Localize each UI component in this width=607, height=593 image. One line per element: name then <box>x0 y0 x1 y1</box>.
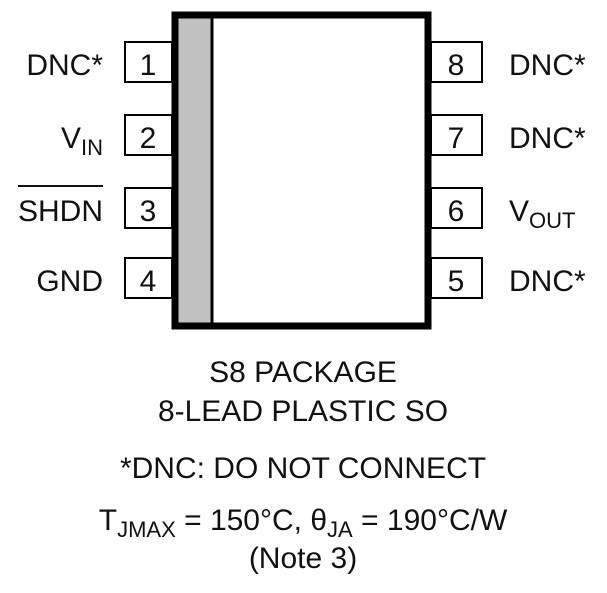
pin-label: VIN <box>61 122 103 160</box>
pin-1: 1 DNC* <box>26 41 173 83</box>
pin-number: 7 <box>448 122 465 155</box>
pin-8: 8 DNC* <box>430 41 586 83</box>
pin-box <box>430 187 483 229</box>
pin-number: 2 <box>140 122 157 155</box>
pin-number: 4 <box>140 265 157 298</box>
pin-2: 2 VIN <box>61 114 173 160</box>
pin-label: VOUT <box>509 195 575 233</box>
package-subtitle: 8-LEAD PLASTIC SO <box>158 395 448 428</box>
pin-label: DNC* <box>509 122 586 155</box>
pin-number: 3 <box>140 195 157 228</box>
pin-label: DNC* <box>509 49 586 82</box>
pin-label: DNC* <box>26 49 103 82</box>
pin1-indicator-stripe <box>178 18 212 323</box>
pin-box <box>124 114 173 156</box>
note-reference: (Note 3) <box>249 542 357 575</box>
pin-7: 7 DNC* <box>430 114 586 156</box>
ic-package <box>171 11 432 330</box>
package-outline <box>171 11 432 330</box>
pin-box <box>124 187 173 229</box>
pin-4: 4 GND <box>36 257 173 299</box>
pin-box <box>430 114 483 156</box>
pin-6: 6 VOUT <box>430 187 575 233</box>
pin-label: GND <box>36 265 103 298</box>
left-pins: 1 DNC* 2 VIN 3 SHDN 4 GND <box>18 41 173 299</box>
right-pins: 8 DNC* 7 DNC* 6 VOUT 5 DNC* <box>430 41 586 299</box>
thermal-note: TJMAX = 150°C, θJA = 190°C/W <box>99 504 508 542</box>
pin-box <box>124 41 173 83</box>
pin-label: SHDN <box>18 195 103 228</box>
pin-number: 8 <box>448 49 465 82</box>
pin-box <box>124 257 173 299</box>
pin-number: 5 <box>448 265 465 298</box>
pin-number: 6 <box>448 195 465 228</box>
notes: *DNC: DO NOT CONNECT TJMAX = 150°C, θJA … <box>99 452 508 575</box>
pin-box <box>430 41 483 83</box>
package-caption: S8 PACKAGE 8-LEAD PLASTIC SO <box>158 356 448 428</box>
pin-5: 5 DNC* <box>430 257 586 299</box>
package-title: S8 PACKAGE <box>209 356 397 389</box>
pin-3: 3 SHDN <box>18 185 173 229</box>
pin-label: DNC* <box>509 265 586 298</box>
dnc-note: *DNC: DO NOT CONNECT <box>120 452 486 485</box>
pin-box <box>430 257 483 299</box>
pin-number: 1 <box>140 49 157 82</box>
